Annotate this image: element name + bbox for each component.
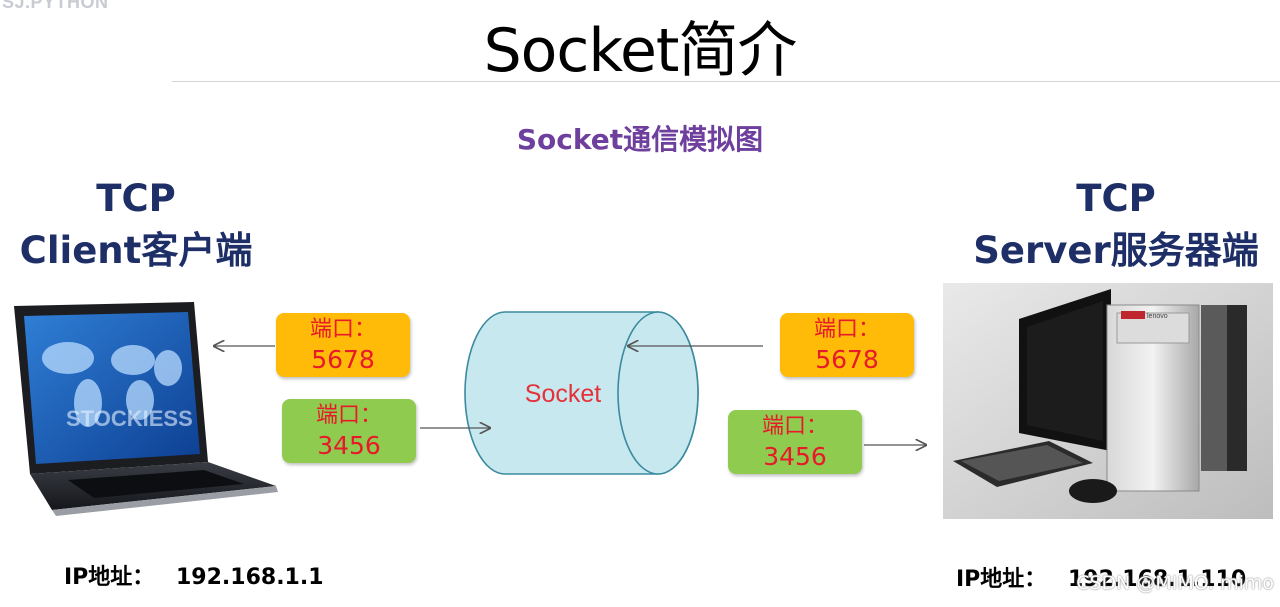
server-brand-label: lenovo bbox=[1147, 313, 1168, 320]
laptop-illustration: STOCKIESS bbox=[14, 302, 278, 516]
port-label: 端口： bbox=[309, 317, 376, 342]
port-number: 5678 bbox=[311, 345, 375, 374]
title-divider bbox=[172, 81, 1280, 82]
server-port-in-box: 端口： 5678 bbox=[780, 313, 914, 377]
port-label: 端口： bbox=[761, 414, 828, 439]
client-port-out-box: 端口： 3456 bbox=[282, 399, 416, 463]
client-ip-value: 192.168.1.1 bbox=[175, 565, 324, 590]
socket-cylinder-end bbox=[617, 311, 699, 475]
port-label: 端口： bbox=[813, 317, 880, 342]
client-ip-label: IP地址： bbox=[64, 565, 155, 590]
server-title-protocol: TCP bbox=[1076, 177, 1156, 220]
client-port-in-box: 端口： 5678 bbox=[276, 313, 410, 377]
client-title-protocol: TCP bbox=[96, 177, 176, 220]
laptop-screen-watermark: STOCKIESS bbox=[66, 406, 193, 431]
client-ip: IP地址： 192.168.1.1 bbox=[64, 559, 324, 591]
port-number: 5678 bbox=[815, 345, 879, 374]
brand-logo-text: SJ.PYTHON bbox=[2, 0, 109, 12]
server-ip-value: 192.168.1.110 bbox=[1067, 567, 1247, 592]
server-port-out-box: 端口： 3456 bbox=[728, 410, 862, 474]
socket-label: Socket bbox=[525, 380, 601, 408]
client-title-role: Client客户端 bbox=[19, 229, 253, 272]
diagram-subtitle: Socket通信模拟图 bbox=[516, 123, 764, 156]
server-title-role: Server服务器端 bbox=[973, 229, 1259, 272]
port-label: 端口： bbox=[315, 403, 382, 428]
page-title: Socket简介 bbox=[483, 16, 798, 86]
server-computer-illustration: lenovo bbox=[943, 283, 1273, 519]
server-title: TCP Server服务器端 bbox=[952, 173, 1280, 277]
port-number: 3456 bbox=[317, 431, 381, 460]
server-ip: IP地址： 192.168.1.110 bbox=[956, 561, 1246, 593]
port-number: 3456 bbox=[763, 442, 827, 471]
server-ip-label: IP地址： bbox=[956, 567, 1047, 592]
client-title: TCP Client客户端 bbox=[6, 173, 266, 277]
csdn-watermark: CSDN @MIMO. mimo bbox=[1076, 572, 1274, 594]
